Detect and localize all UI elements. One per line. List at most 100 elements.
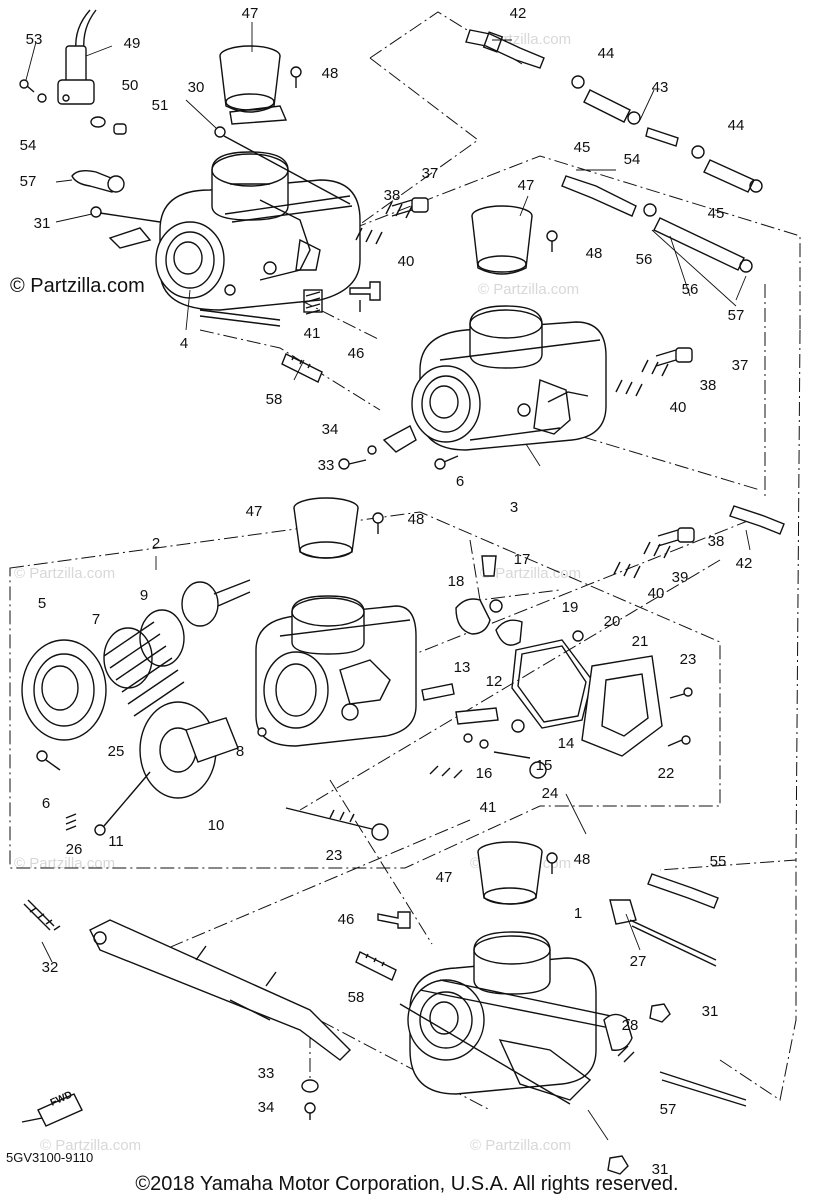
- screw-48-b: [546, 230, 558, 252]
- joint-54-top: [561, 175, 637, 217]
- part-label: 50: [122, 77, 139, 94]
- carburetor-bottom: [399, 931, 631, 1105]
- carburetor-second: [411, 305, 607, 451]
- part-label: 40: [648, 585, 665, 602]
- copyright-footer: ©2018 Yamaha Motor Corporation, U.S.A. A…: [135, 1173, 678, 1195]
- joint-42-mid: [729, 505, 785, 535]
- pilot-16: [463, 733, 489, 749]
- screw-37-a: [391, 197, 429, 217]
- part-label: 54: [20, 137, 37, 154]
- long-bolt-30-b: [90, 206, 161, 249]
- needle-15: [493, 751, 531, 759]
- part-label: 47: [518, 177, 535, 194]
- part-label: 34: [322, 421, 339, 438]
- piston-diaphragm-8: [139, 701, 239, 799]
- part-label: 44: [728, 117, 745, 134]
- part-label: 48: [574, 851, 591, 868]
- watermark-7: © Partzilla.com: [40, 1137, 141, 1154]
- spring-41-a: [303, 289, 323, 315]
- part-label: 21: [632, 633, 649, 650]
- part-label: 16: [476, 765, 493, 782]
- nut-31-b: [607, 1155, 629, 1175]
- part-label: 48: [408, 511, 425, 528]
- needle-jet-12: [455, 707, 499, 725]
- part-label: 38: [700, 377, 717, 394]
- part-label: 10: [208, 817, 225, 834]
- jet-14: [511, 719, 525, 733]
- joint-42-top: [465, 29, 545, 69]
- part-label: 4: [180, 335, 188, 352]
- hose-44-a: [571, 75, 641, 125]
- spring-41-b: [429, 765, 463, 779]
- air-funnel-47-top: [219, 45, 288, 125]
- part-label: 25: [108, 743, 125, 760]
- spring-40-b: [615, 379, 643, 397]
- partzilla-watermark: © Partzilla.com: [10, 275, 145, 297]
- carburetor-body-exploded: [255, 595, 417, 747]
- part-label: 51: [152, 97, 169, 114]
- watermark-5: © Partzilla.com: [14, 855, 115, 872]
- part-label: 3: [510, 499, 518, 516]
- gasket-21: [511, 639, 593, 729]
- part-label: 2: [152, 535, 160, 552]
- needle-holder-10: [181, 579, 251, 627]
- watermark-8: © Partzilla.com: [470, 1137, 571, 1154]
- part-label: 26: [66, 841, 83, 858]
- part-label: 45: [574, 139, 591, 156]
- screw-48-c: [372, 512, 384, 534]
- screw-11: [94, 771, 151, 836]
- part-label: 53: [26, 31, 43, 48]
- part-label: 58: [266, 391, 283, 408]
- screw-22: [667, 735, 691, 747]
- part-label: 48: [322, 65, 339, 82]
- throttle-link-plate: [89, 919, 351, 1061]
- part-label: 44: [598, 45, 615, 62]
- part-label: 33: [258, 1065, 275, 1082]
- part-label: 56: [636, 251, 653, 268]
- part-label: 47: [436, 869, 453, 886]
- part-label: 31: [702, 1003, 719, 1020]
- hose-44-b: [691, 145, 763, 193]
- oring-50: [90, 116, 106, 128]
- hose-55: [643, 203, 753, 273]
- fitting-46-a: [349, 281, 381, 312]
- throttle-sensor-49: [57, 9, 97, 105]
- air-funnel-47-bottom: [477, 841, 543, 905]
- plug-51: [113, 123, 127, 135]
- faint-watermarks: © Partzilla.com © Partzilla.com © Partzi…: [14, 31, 581, 1154]
- pipe-58-b: [355, 951, 397, 981]
- carburetor-top-left: [155, 151, 361, 327]
- spring-7: [103, 609, 185, 717]
- cable-57-bottom: [603, 1013, 747, 1107]
- pipe-58-a: [281, 353, 323, 383]
- part-label: 57: [660, 1101, 677, 1118]
- part-label: 15: [536, 757, 553, 774]
- screw-6-a: [434, 455, 459, 470]
- part-label: 38: [384, 187, 401, 204]
- float-bowl-22: [581, 655, 663, 757]
- part-label: 14: [558, 735, 575, 752]
- float-25: [529, 761, 547, 779]
- screw-48-a: [290, 66, 302, 88]
- spring-38-a: [385, 201, 413, 219]
- cable-28: [609, 899, 717, 967]
- screw-20: [572, 630, 584, 642]
- part-label: 18: [448, 573, 465, 590]
- part-label: 40: [670, 399, 687, 416]
- spring-40-a: [355, 227, 383, 245]
- long-bolt-30-a: [214, 126, 351, 205]
- part-label: 46: [348, 345, 365, 362]
- part-label: 19: [562, 599, 579, 616]
- spring-38-c: [643, 541, 671, 559]
- part-label: 37: [422, 165, 439, 182]
- screw-48-d: [546, 852, 558, 874]
- part-label: 6: [456, 473, 464, 490]
- screw-35: [338, 458, 367, 470]
- leader-lines: [25, 22, 751, 1141]
- cover-5: [21, 639, 107, 741]
- part-label: 31: [652, 1161, 669, 1178]
- part-label: 55: [710, 853, 727, 870]
- part-label: 27: [630, 953, 647, 970]
- part-label: 40: [398, 253, 415, 270]
- part-label: 17: [514, 551, 531, 568]
